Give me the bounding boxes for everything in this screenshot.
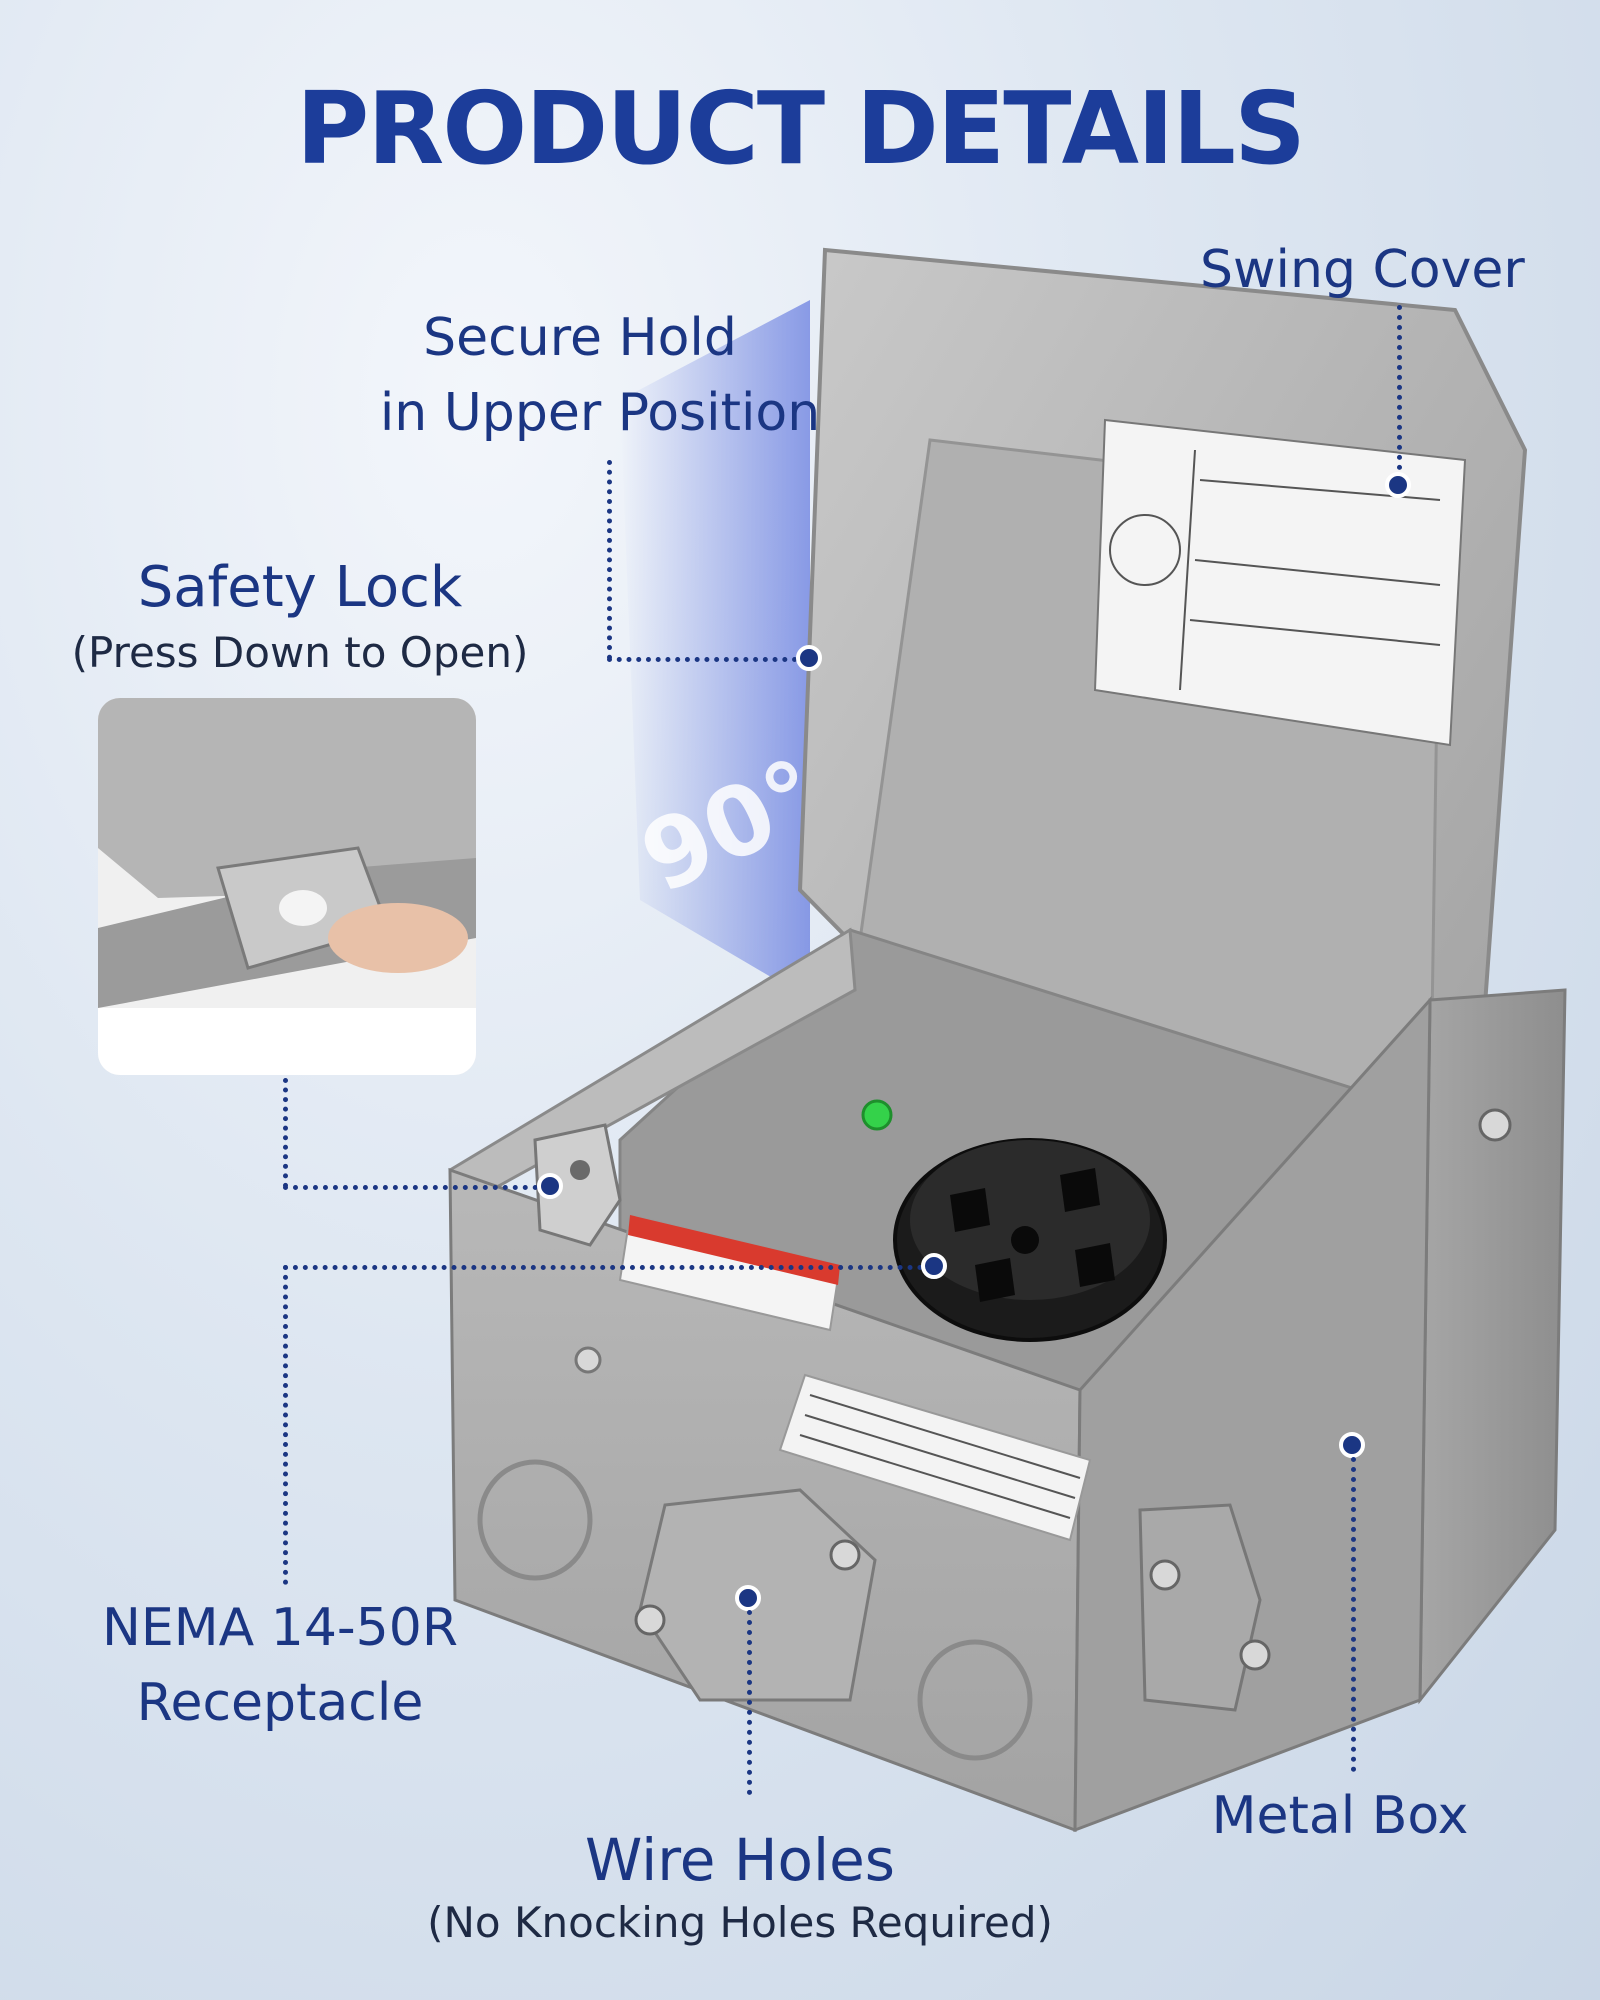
safety-lock-tab — [533, 1123, 622, 1247]
marker-wire-holes — [735, 1585, 761, 1611]
marker-swing-cover — [1385, 472, 1411, 498]
label-lines — [1109, 449, 1441, 691]
leader-secure-hold-h — [607, 657, 807, 662]
leader-safety-lock-v — [283, 1078, 288, 1188]
leader-receptacle-v — [283, 1265, 288, 1585]
page-title: PRODUCT DETAILS — [295, 70, 1306, 187]
leader-receptacle-h — [283, 1265, 933, 1270]
box-right-side — [1418, 988, 1567, 1705]
safety-lock-closeup — [98, 698, 476, 1075]
label-secure-hold-2: in Upper Position — [379, 383, 821, 443]
label-nema-receptacle-1: NEMA 14-50R — [102, 1598, 458, 1658]
lid-instruction-label — [1093, 418, 1467, 747]
label-safety-lock-note: (Press Down to Open) — [71, 628, 529, 677]
label-swing-cover: Swing Cover — [1200, 240, 1525, 300]
label-wire-holes-note: (No Knocking Holes Required) — [427, 1898, 1053, 1947]
leader-swing-cover — [1397, 305, 1402, 480]
power-indicator-light — [861, 1099, 893, 1131]
knockout-hole-right — [917, 1639, 1033, 1761]
knockout-hole-left — [477, 1459, 593, 1581]
marker-metal-box — [1339, 1432, 1365, 1458]
label-secure-hold-1: Secure Hold — [423, 308, 737, 368]
marker-safety-lock — [537, 1173, 563, 1199]
leader-safety-lock-h — [283, 1185, 548, 1190]
leader-wire-holes — [747, 1610, 752, 1795]
angle-glow — [620, 300, 810, 1000]
marker-receptacle — [921, 1253, 947, 1279]
warning-sticker — [778, 1373, 1092, 1542]
marker-secure-hold — [796, 645, 822, 671]
leader-metal-box — [1351, 1457, 1356, 1772]
label-metal-box: Metal Box — [1211, 1786, 1469, 1846]
leader-secure-hold-v — [607, 460, 612, 660]
closeup-illustration — [98, 698, 476, 1075]
label-wire-holes: Wire Holes — [585, 1826, 895, 1894]
label-safety-lock: Safety Lock — [137, 555, 463, 620]
label-nema-receptacle-2: Receptacle — [136, 1673, 424, 1733]
